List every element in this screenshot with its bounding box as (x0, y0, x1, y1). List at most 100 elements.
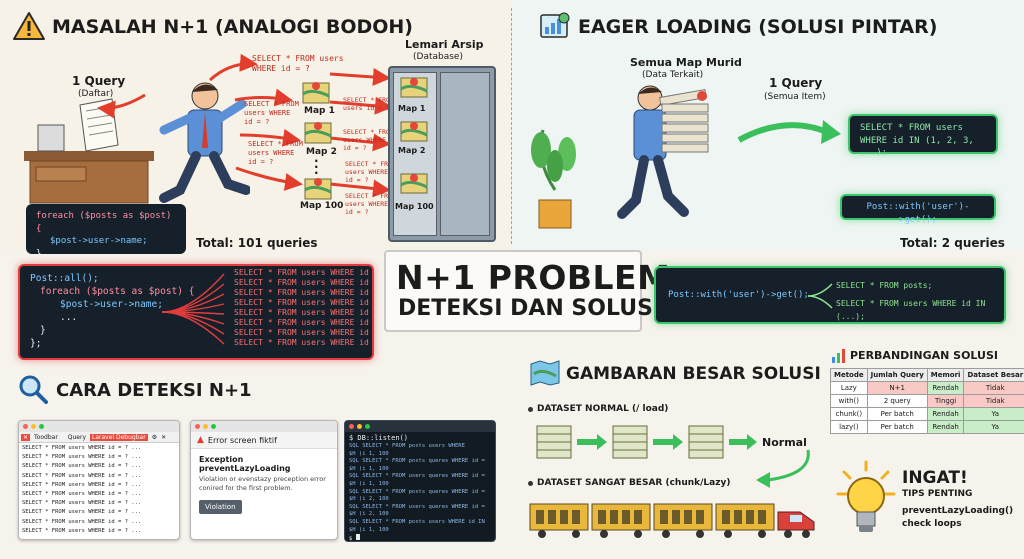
comparison-header: Metode Jumlah Query Memori Dataset Besar (830, 368, 1024, 382)
max-dot[interactable] (211, 424, 216, 429)
cabinet-door-right (440, 72, 490, 236)
debug-row: SELECT * FROM users WHERE id = ? ... (22, 491, 142, 498)
lightbulb-icon (836, 460, 896, 540)
sql-text-e: SELECT * FROM users WHERE id = ? (343, 128, 394, 152)
map-icon (400, 121, 428, 142)
debugbar-window: ✕ Toodbar Query Laravel Debugbar ⚙✕ SELE… (18, 420, 180, 540)
terminal-line: $H (i 1, 100 (349, 450, 389, 457)
section-title-detect: CARA DETEKSI N+1 (56, 380, 252, 401)
sql-text-c: SELECT * FROM users WHERE id = ? (248, 140, 303, 166)
eager-sql-line-1: SELECT * FROM users (860, 123, 963, 133)
sql-bubble-e: SELECT * FROM users WHERE id = ? (343, 128, 394, 152)
one-query-label: 1 Query (72, 74, 126, 88)
normal-dataset-text: DATASET NORMAL (/ load) (537, 404, 669, 414)
window-titlebar (191, 421, 337, 432)
sql-bubble-a: SELECT * FROM users WHERE id = ? (252, 54, 344, 74)
lazy-line-3: $post->user->name; (60, 299, 163, 310)
with-query-2: SELECT * FROM users WHERE id IN (...); (836, 299, 986, 321)
total-queries-good: Total: 2 queries (900, 236, 1005, 250)
center-title-box (384, 250, 642, 332)
map-icon (302, 82, 330, 104)
gear-icon[interactable]: ⚙ (151, 433, 158, 441)
violation-button[interactable]: Violation (199, 500, 242, 514)
max-dot[interactable] (365, 424, 370, 429)
fan-query-row: SELECT * FROM users WHERE id (234, 288, 369, 297)
lazy-line-2: foreach ($posts as $post) { (40, 286, 195, 297)
tips-line-1: preventLazyLoading() (902, 506, 1014, 516)
lazy-line-6: }; (30, 338, 42, 349)
magnifier-icon (18, 374, 48, 404)
close-dot[interactable] (349, 424, 354, 429)
tab-toodbar[interactable]: Toodbar (34, 433, 58, 441)
header-cell: Metode (830, 368, 868, 382)
ellipsis-dots: ··· (314, 154, 319, 180)
split-arrows (807, 283, 833, 309)
code-line-1: foreach ($posts as $post) { (36, 211, 172, 234)
tips-line-2: check loops (902, 519, 962, 529)
lazy-line-5: } (40, 325, 46, 336)
table-cell: N+1 (866, 381, 928, 395)
debug-row: SELECT * FROM users WHERE id = ? ... (22, 481, 142, 488)
tab-debugbar[interactable]: Laravel Debugbar (90, 433, 148, 441)
fan-queries: SELECT * FROM users WHERE id SELECT * FR… (234, 268, 369, 348)
cabinet-inner (393, 72, 437, 236)
code-line-2: $post->user->name; (50, 236, 148, 246)
close-icon[interactable]: ✕ (161, 433, 167, 441)
plant-illustration (531, 129, 576, 229)
tips-title: INGAT! (902, 468, 968, 488)
chart-settings-icon (540, 12, 570, 40)
sql-bubble-b: SELECT * FROM users WHERE id = ? (244, 100, 299, 127)
cabinet-map100-label: Map 100 (395, 202, 434, 211)
running-man-illustration (159, 82, 250, 203)
cabinet-title: Lemari Arsip (405, 38, 484, 51)
bullet-dot-icon (528, 406, 533, 412)
table-cell: Tidak (963, 394, 1024, 408)
section-title-bigpicture: GAMBARAN BESAR SOLUSI (566, 364, 821, 384)
terminal-line: $H (i 1, 100 (349, 526, 389, 533)
debug-row: SELECT * FROM users WHERE id = ? ... (22, 518, 142, 525)
eager-sql-block: SELECT * FROM users WHERE id IN (1, 2, 3… (848, 114, 998, 158)
header-row: Metode Jumlah Query Memori Dataset Besar (830, 368, 1024, 382)
fan-query-row: SELECT * FROM users WHERE id (234, 328, 369, 337)
min-dot[interactable] (31, 424, 36, 429)
sql-text-b: SELECT * FROM users WHERE id = ? (244, 100, 299, 126)
sql-bubble-d: SELECT * FROM users id = ? (343, 96, 394, 112)
debugbar-tabs: ✕ Toodbar Query Laravel Debugbar ⚙✕ (19, 432, 179, 443)
cabinet-sub: (Database) (413, 52, 463, 62)
bullet-dot-icon (528, 480, 533, 486)
query-fan-lines (161, 273, 225, 345)
tab-query[interactable]: Query (67, 433, 87, 441)
table-cell: Ya (963, 407, 1024, 421)
one-query-right: 1 Query (769, 76, 823, 90)
warning-icon (12, 11, 46, 41)
cabinet-map2-label: Map 2 (398, 146, 426, 155)
close-dot[interactable] (195, 424, 200, 429)
header-cell: Jumlah Query (866, 368, 928, 382)
table-cell: Rendah (926, 407, 965, 421)
terminal-line: $H (i 1, 100 (349, 465, 389, 472)
maps-title: Semua Map Murid (630, 56, 742, 69)
max-dot[interactable] (39, 424, 44, 429)
fan-query-row: SELECT * FROM users WHERE id (234, 338, 369, 347)
divider-vertical (511, 8, 512, 244)
curve-arrow (756, 449, 810, 488)
map-icon (530, 360, 560, 386)
fan-query-row: SELECT * FROM users WHERE id (234, 298, 369, 307)
one-query-right-sub: (Semua Item) (764, 92, 826, 102)
large-dataset-label: DATASET SANGAT BESAR (chunk/Lazy) (528, 478, 730, 488)
lazy-code-block: Post::all(); foreach ($posts as $post) {… (18, 264, 374, 360)
map-icon (304, 122, 332, 144)
map-icon (400, 173, 428, 194)
with-query-block: Post::with('user')->get(); SELECT * FROM… (654, 266, 1006, 324)
terminal-line: $H (i 1, 100 (349, 480, 389, 487)
terminal-line: SQL SELECT * FROM users queres WHERE id … (349, 473, 485, 480)
window-titlebar (19, 421, 179, 432)
fan-query-row: SELECT * FROM users WHERE id (234, 278, 369, 287)
close-dot[interactable] (23, 424, 28, 429)
min-dot[interactable] (357, 424, 362, 429)
terminal-line: SQL SELECT * FROM users queres WHERE id … (349, 503, 485, 510)
map2-label: Map 2 (306, 147, 337, 157)
terminal-prompt[interactable]: $ (349, 534, 491, 541)
carrying-man-illustration (617, 85, 709, 219)
min-dot[interactable] (203, 424, 208, 429)
